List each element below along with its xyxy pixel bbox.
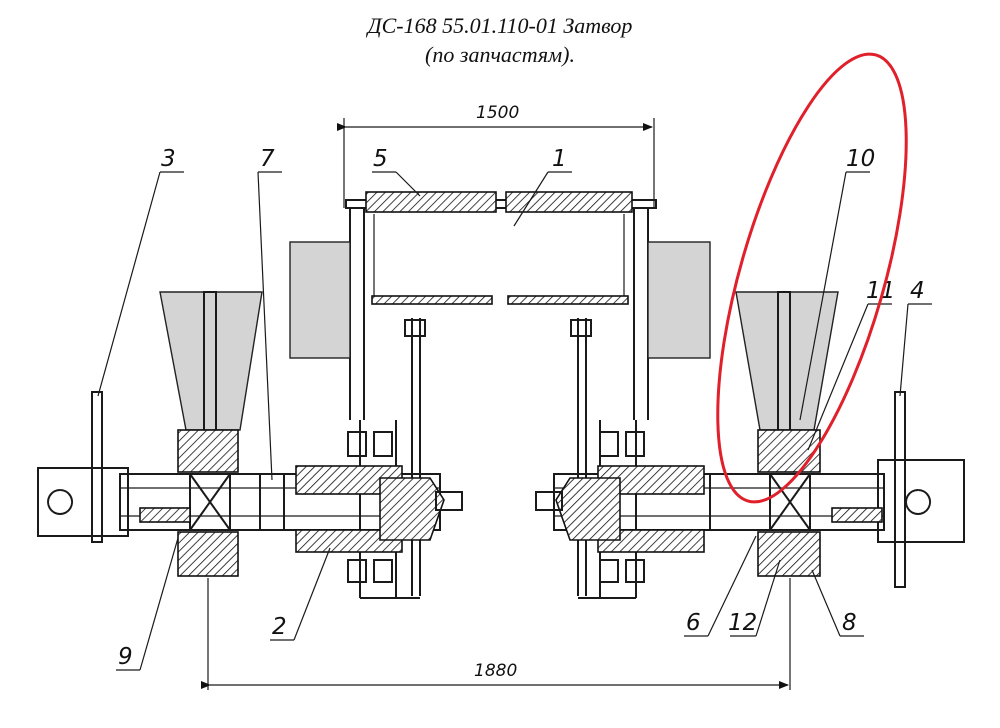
right-assembly [535, 291, 965, 588]
callout-6: 6 [686, 610, 701, 636]
dimension-1880-label: 1880 [474, 661, 517, 681]
callout-leaders [97, 171, 932, 671]
highlight-ellipse [716, 52, 908, 504]
callout-3: 3 [161, 146, 176, 172]
left-assembly [37, 291, 463, 583]
callout-5: 5 [373, 146, 388, 172]
callout-9: 9 [118, 644, 133, 670]
callout-1: 1 [552, 146, 567, 172]
dimension-1500-label: 1500 [476, 103, 519, 123]
callout-4: 4 [910, 278, 925, 304]
callout-8: 8 [842, 610, 857, 636]
central-frame [289, 191, 711, 599]
callout-2: 2 [272, 614, 287, 640]
drawing-title: ДС-168 55.01.110-01 Затвор [367, 13, 633, 38]
callout-12: 12 [728, 610, 757, 636]
dimension-1880: 1880 [201, 578, 791, 690]
callout-10: 10 [846, 146, 875, 172]
callout-7: 7 [260, 146, 275, 172]
dimension-1500: 1500 [337, 103, 655, 208]
drawing-subtitle: (по запчастям). [425, 42, 575, 67]
